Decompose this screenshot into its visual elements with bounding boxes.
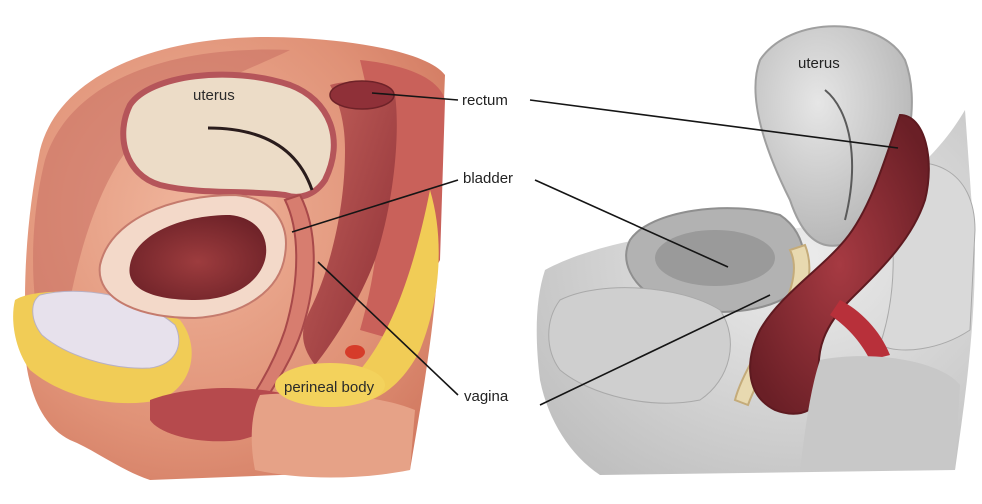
left-pelvis-illustration: uterus perineal body	[13, 37, 445, 480]
right-pelvis-illustration: uterus	[537, 26, 975, 475]
rectum-label: rectum	[462, 92, 508, 109]
left-red-spot	[345, 345, 365, 359]
right-uterus-label: uterus	[798, 55, 840, 72]
left-uterus-label: uterus	[193, 87, 235, 104]
vagina-label: vagina	[464, 388, 509, 405]
bladder-label: bladder	[463, 170, 513, 187]
right-buttock	[800, 356, 960, 470]
perineal-body-label: perineal body	[284, 379, 375, 396]
right-bladder-lumen	[655, 230, 775, 286]
left-rectum-top	[330, 81, 394, 109]
